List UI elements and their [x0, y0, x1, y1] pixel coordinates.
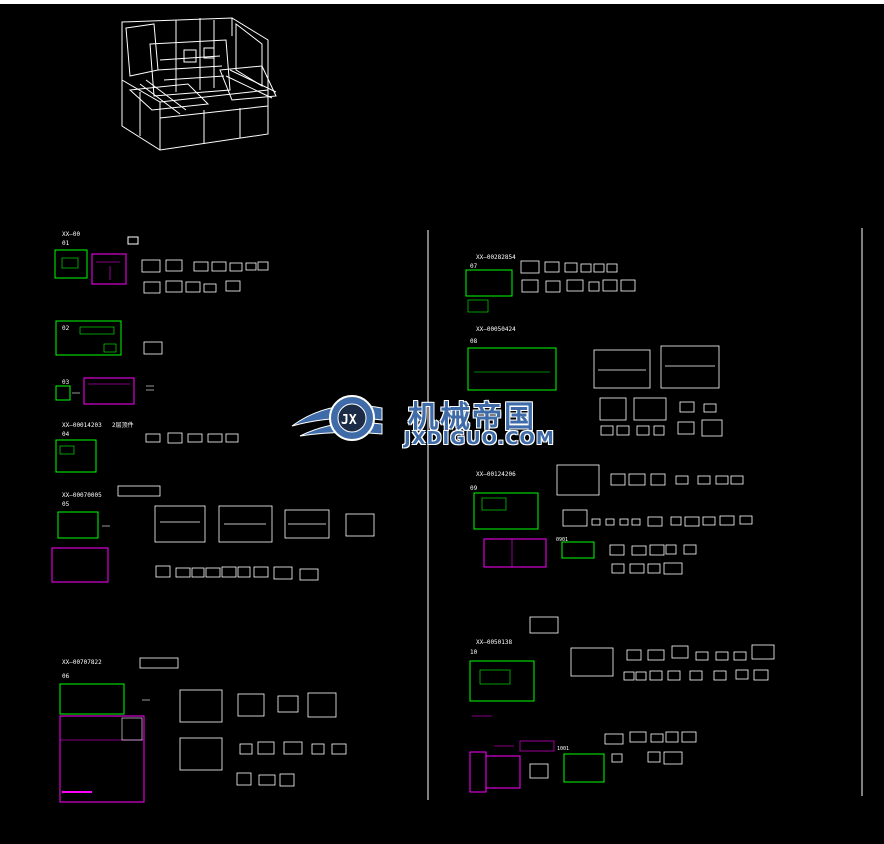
- section-04-num: 04: [62, 431, 70, 438]
- section-10-subassembly-frame: [563, 753, 605, 783]
- section-10-num: 10: [470, 649, 478, 656]
- section-09-subassembly-frame: [561, 541, 595, 559]
- section-09-bom-frame: [483, 538, 547, 568]
- section-08-part-thumbnails: [600, 401, 723, 437]
- section-09-assembly-frame: [473, 492, 539, 530]
- section-03: 03: [55, 377, 154, 405]
- section-09-sub: 0901: [556, 537, 568, 543]
- section-08: XX—00050424 08: [467, 326, 723, 437]
- section-06-ref: XX—00707822: [62, 659, 102, 666]
- section-05-part-thumbnails: [155, 565, 319, 581]
- section-08-assembly-frame: [467, 347, 557, 391]
- section-01-num: 01: [62, 240, 70, 247]
- section-08-ref: XX—00050424: [476, 326, 516, 333]
- section-10: XX—0050138 10 1001: [469, 639, 775, 793]
- section-04: XX—00014203 2层顶件 04: [55, 421, 239, 473]
- section-02: 02: [55, 320, 163, 356]
- section-05-bom-frame: [51, 547, 109, 583]
- section-09-ref: XX—00124206: [476, 471, 516, 478]
- section-07-part-thumbnails: [520, 260, 636, 293]
- watermark-logo-letters: JX: [341, 413, 357, 428]
- watermark-cn-text: 机械帝国: [408, 400, 536, 435]
- section-05-assembly-frame: [57, 511, 99, 539]
- section-06-title-box: [139, 657, 179, 669]
- watermark: 机械帝国 JXDIGUO.COM: [292, 382, 592, 454]
- section-06-bom-frame: [59, 715, 145, 803]
- section-06-part-thumbnails: [236, 741, 347, 787]
- section-06-num: 06: [62, 673, 70, 680]
- watermark-logo: JX: [291, 395, 383, 441]
- section-09-drawing-sheets: [529, 464, 600, 634]
- section-04-assembly-frame: [55, 439, 97, 473]
- section-06-assembly-frame: [59, 683, 125, 715]
- section-04-ref: XX—00014203: [62, 422, 102, 429]
- section-10-ref: XX—0050138: [476, 639, 513, 646]
- section-05-drawing-sheets: [154, 505, 375, 543]
- section-06-drawing-sheets: [179, 689, 337, 771]
- machine-3d-view: [121, 17, 277, 151]
- section-08-num: 08: [470, 338, 478, 345]
- section-05-ref: XX—00070005: [62, 492, 102, 499]
- section-02-assembly-frame: [55, 320, 122, 356]
- section-10-part-thumbnails: [604, 644, 775, 765]
- section-02-num: 02: [62, 325, 70, 332]
- section-05-num: 05: [62, 501, 70, 508]
- section-01-tag-box: [127, 236, 139, 245]
- section-10-assembly-frame: [469, 660, 535, 702]
- section-01: XX—00 01: [54, 231, 269, 294]
- section-09: XX—00124206 09 0901: [470, 464, 753, 634]
- section-03-bom-frame: [83, 377, 135, 405]
- top-border-strip: [0, 0, 884, 4]
- section-07-num: 07: [470, 263, 478, 270]
- watermark-en-text: JXDIGUO.COM: [404, 428, 555, 449]
- section-01-assembly-frame: [54, 249, 88, 279]
- section-07-assembly-frame: [465, 269, 513, 297]
- section-03-assembly-frame: [55, 385, 71, 401]
- section-07-ref: XX—00282854: [476, 254, 516, 261]
- section-07: XX—00282854 07: [465, 254, 636, 313]
- section-09-num: 09: [470, 485, 478, 492]
- section-01-part-thumbnails: [141, 259, 269, 294]
- section-05-title-box: [117, 485, 161, 497]
- section-05: XX—00070005 05: [51, 485, 375, 583]
- section-06: XX—00707822 06: [59, 657, 347, 803]
- section-10-drawing-sheets: [570, 647, 614, 677]
- section-03-num: 03: [62, 379, 70, 386]
- section-04-label: 2层顶件: [112, 421, 134, 429]
- section-09-part-thumbnails: [591, 473, 753, 575]
- section-01-bom-frame: [91, 253, 127, 285]
- section-04-part-thumbnails: [145, 432, 239, 444]
- section-08-drawing-sheets: [593, 345, 720, 421]
- section-10-bom-frame-b: [485, 755, 521, 789]
- section-10-sub: 1001: [557, 746, 569, 752]
- section-01-ref: XX—00: [62, 231, 80, 238]
- section-10-bom-frame-a: [469, 751, 487, 793]
